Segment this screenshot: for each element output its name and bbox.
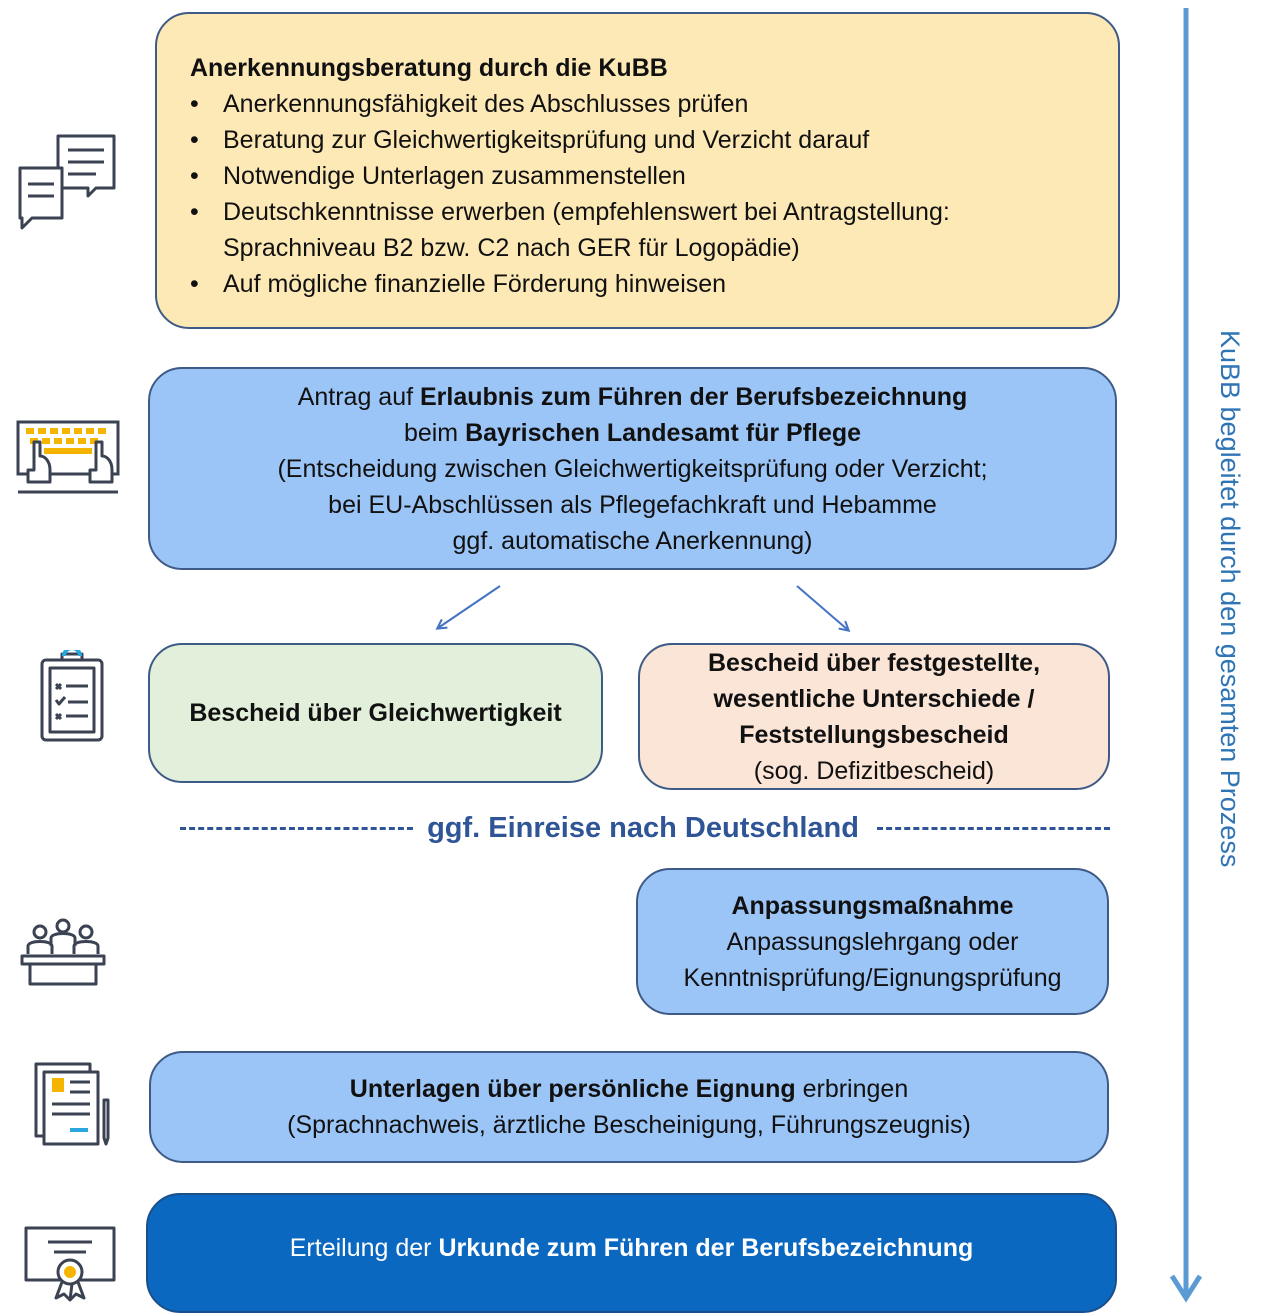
- arrow-left: [438, 585, 501, 628]
- counseling-bullet-list: • Anerkennungsfähigkeit des Abschlusses p…: [190, 86, 1098, 302]
- adaptation-line2: Anpassungslehrgang oder: [726, 927, 1019, 956]
- deficit-line3: Feststellungsbescheid: [739, 720, 1009, 749]
- bullet-dot: •: [190, 90, 199, 118]
- certificate-icon: [24, 1226, 116, 1302]
- bullet-dot: •: [190, 198, 199, 226]
- counseling-bullet-text: Beratung zur Gleichwertigkeitsprüfung un…: [223, 126, 870, 154]
- counseling-bullet-item: • Notwendige Unterlagen zusammenstellen: [190, 158, 1098, 194]
- certificate-bold: Urkunde zum Führen der Berufsbezeichnung: [438, 1234, 974, 1262]
- certificate-prefix: Erteilung der: [289, 1234, 439, 1262]
- chat-bubbles-icon: [18, 134, 116, 230]
- certificate-issue-box: Erteilung der Urkunde zum Führen der Ber…: [146, 1193, 1117, 1313]
- application-line4: bei EU-Abschlüssen als Pflegefachkraft u…: [328, 490, 937, 519]
- deficit-line1: Bescheid über festgestellte,: [707, 648, 1041, 677]
- counseling-bullet-text: Notwendige Unterlagen zusammenstellen: [223, 162, 686, 190]
- counseling-bullet-item: • Auf mögliche finanzielle Förderung hinw…: [190, 266, 1098, 302]
- suitability-bold: Unterlagen über persönliche Eignung: [349, 1075, 796, 1103]
- bullet-dot: •: [190, 126, 199, 154]
- process-arrow: [1169, 8, 1203, 1303]
- decision-equivalence-box: Bescheid über Gleichwertigkeit: [148, 643, 603, 783]
- counseling-bullet-item: • Beratung zur Gleichwertigkeitsprüfung u…: [190, 122, 1098, 158]
- suitability-line2: (Sprachnachweis, ärztliche Bescheinigung…: [287, 1111, 971, 1139]
- meeting-group-icon: [20, 918, 106, 986]
- suitability-suffix: erbringen: [795, 1075, 909, 1103]
- branch-arrows: [420, 585, 870, 640]
- deficit-line2: wesentliche Unterschiede /: [713, 684, 1035, 713]
- application-line2-prefix: beim: [403, 418, 466, 447]
- counseling-bullet-text: Deutschkenntnisse erwerben (empfehlenswe…: [223, 198, 950, 226]
- keyboard-typing-icon: [16, 420, 120, 494]
- counseling-bullet-item: • Anerkennungsfähigkeit des Abschlusses p…: [190, 86, 1098, 122]
- divider-dashes-right: [876, 826, 1110, 830]
- counseling-bullet-text: Auf mögliche finanzielle Förderung hinwe…: [223, 270, 727, 298]
- bullet-dot: •: [190, 270, 199, 298]
- application-line5: ggf. automatische Anerkennung): [452, 526, 813, 555]
- entry-divider: ggf. Einreise nach Deutschland: [180, 806, 1110, 850]
- application-line3: (Entscheidung zwischen Gleichwertigkeits…: [277, 454, 988, 483]
- step-counseling-box: Anerkennungsberatung durch die KuBB • Ane…: [155, 12, 1120, 329]
- adaptation-measure-box: Anpassungsmaßnahme Anpassungslehrgang od…: [636, 868, 1109, 1015]
- documents-pen-icon: [34, 1062, 110, 1146]
- step-application-box: Antrag auf Erlaubnis zum Führen der Beru…: [148, 367, 1117, 570]
- process-arrow-head: [1169, 1274, 1203, 1303]
- divider-dashes-left: [180, 826, 414, 830]
- decision-deficit-box: Bescheid über festgestellte, wesentliche…: [638, 643, 1110, 790]
- counseling-bullet-text: Anerkennungsfähigkeit des Abschlusses pr…: [223, 90, 749, 118]
- arrow-right: [796, 585, 848, 630]
- counseling-title: Anerkennungsberatung durch die KuBB: [190, 54, 668, 82]
- counseling-bullet-item: • Deutschkenntnisse erwerben (empfehlensw…: [190, 194, 1098, 266]
- divider-text: ggf. Einreise nach Deutschland: [427, 811, 859, 844]
- side-label: KuBB begleitet durch den gesamten Prozes…: [1215, 330, 1245, 868]
- deficit-line4: (sog. Defizitbescheid): [753, 756, 995, 785]
- clipboard-checklist-icon: [40, 650, 104, 742]
- personal-suitability-box: Unterlagen über persönliche Eignung erbr…: [149, 1051, 1109, 1163]
- adaptation-title: Anpassungsmaßnahme: [731, 891, 1014, 920]
- bullet-dot: •: [190, 162, 199, 190]
- application-line1-prefix: Antrag auf: [297, 382, 420, 411]
- counseling-bullet-text: Sprachniveau B2 bzw. C2 nach GER für Log…: [223, 234, 800, 262]
- adaptation-line3: Kenntnisprüfung/Eignungsprüfung: [683, 963, 1062, 992]
- decision-equivalence-text: Bescheid über Gleichwertigkeit: [189, 699, 562, 727]
- application-line1-bold: Erlaubnis zum Führen der Berufsbezeichnu…: [420, 382, 968, 411]
- application-authority: Bayrischen Landesamt für Pflege: [465, 418, 862, 447]
